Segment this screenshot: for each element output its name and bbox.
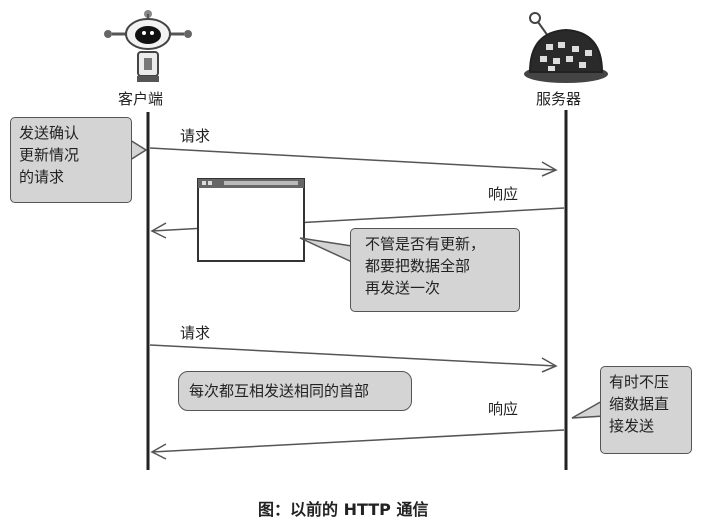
response2-label: 响应: [488, 400, 519, 418]
request2-label: 请求: [180, 324, 211, 342]
send-all-line-1: 不管是否有更新，: [365, 235, 486, 253]
request1-label: 请求: [180, 127, 211, 145]
send-all-line-2: 都要把数据全部: [365, 257, 471, 275]
figure-caption: 图：以前的 HTTP 通信: [258, 500, 429, 519]
no-compression-line-1: 有时不压: [609, 373, 670, 391]
no-compression-line-2: 缩数据直: [609, 395, 670, 413]
headers-every-time-note: 每次都互相发送相同的首部: [178, 371, 412, 411]
confirm-update-line-2: 更新情况: [19, 146, 80, 164]
response2-arrow: [150, 429, 565, 460]
confirm-update-line-3: 的请求: [19, 168, 65, 186]
send-all-callout-tail: [299, 237, 353, 264]
server-label: 服务器: [536, 90, 582, 108]
confirm-update-line-1: 发送确认: [19, 124, 80, 142]
confirm-update-callout-tail: [129, 138, 148, 162]
no-compression-note: 有时不压 缩数据直 接发送: [600, 366, 692, 454]
headers-every-time-text: 每次都互相发送相同的首部: [189, 382, 370, 400]
send-all-data-note: 不管是否有更新， 都要把数据全部 再发送一次: [350, 228, 520, 312]
confirm-update-note: 发送确认 更新情况 的请求: [10, 117, 132, 203]
browser-window-icon: [197, 178, 305, 262]
server-robot-icon: [524, 12, 608, 83]
client-robot-icon: [104, 10, 192, 82]
request2-arrow: [149, 344, 558, 373]
no-compression-line-3: 接发送: [609, 417, 655, 435]
response1-label: 响应: [488, 185, 519, 203]
client-label: 客户端: [118, 90, 164, 108]
request1-arrow: [149, 147, 558, 177]
send-all-line-3: 再发送一次: [365, 279, 441, 297]
